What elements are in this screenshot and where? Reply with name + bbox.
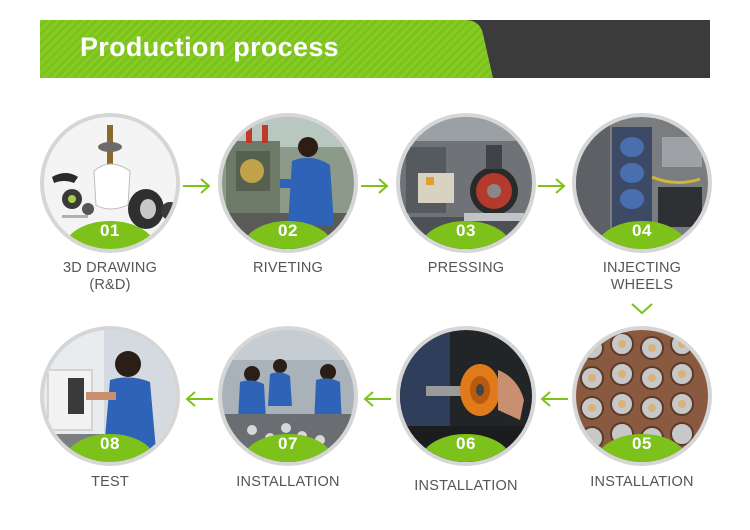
step-number: 02 <box>278 221 298 240</box>
step-label-line2: (R&D) <box>89 277 131 293</box>
step-number-badge: 07 <box>242 434 334 462</box>
riveting-photo: 02 <box>222 117 354 249</box>
step-01-label: 3D DRAWING (R&D) <box>25 260 195 294</box>
step-label-line1: INSTALLATION <box>590 474 694 490</box>
step-05-label: INSTALLATION <box>557 474 727 491</box>
step-03-label: PRESSING <box>381 260 551 277</box>
step-02-label: RIVETING <box>203 260 373 277</box>
step-03-circle: 03 <box>396 113 536 253</box>
step-number-badge: 03 <box>420 221 512 249</box>
step-04-circle: 04 <box>572 113 712 253</box>
injecting-wheels-photo: 04 <box>576 117 708 249</box>
chevron-left-icon <box>363 391 391 407</box>
step-04-label: INJECTING WHEELS <box>557 260 727 294</box>
step-label-line1: TEST <box>91 474 129 490</box>
step-number-badge: 08 <box>64 434 156 462</box>
chevron-left-icon <box>540 391 568 407</box>
step-number-badge: 06 <box>420 434 512 462</box>
step-07-circle: 07 <box>218 326 358 466</box>
installation-photo: 07 <box>222 330 354 462</box>
step-label-line1: INSTALLATION <box>236 474 340 490</box>
step-label-line1: RIVETING <box>252 260 324 276</box>
step-label-line1: INJECTING <box>602 260 682 276</box>
step-number: 05 <box>632 434 652 453</box>
chevron-left-icon <box>185 391 213 407</box>
3d-drawing-photo: 01 <box>44 117 176 249</box>
step-05-circle: 05 <box>572 326 712 466</box>
chevron-right-icon <box>361 178 389 194</box>
step-number-badge: 04 <box>596 221 688 249</box>
pressing-photo: 03 <box>400 117 532 249</box>
installation-photo: 06 <box>400 330 532 462</box>
step-label-line1: INSTALLATION <box>414 478 518 494</box>
chevron-down-icon <box>631 303 653 315</box>
step-number-badge: 02 <box>242 221 334 249</box>
step-number-badge: 01 <box>64 221 156 249</box>
step-number: 03 <box>456 221 476 240</box>
chevron-right-icon <box>538 178 566 194</box>
step-label-line2: WHEELS <box>610 277 674 293</box>
step-label-line1: PRESSING <box>427 260 505 276</box>
installation-photo: 05 <box>576 330 708 462</box>
step-08-label: TEST <box>25 474 195 491</box>
step-number: 04 <box>632 221 652 240</box>
step-number-badge: 05 <box>596 434 688 462</box>
step-number: 08 <box>100 434 120 453</box>
step-07-label: INSTALLATION <box>203 474 373 491</box>
step-01-circle: 01 <box>40 113 180 253</box>
page-title: Production process <box>80 32 339 62</box>
step-08-circle: 08 <box>40 326 180 466</box>
step-02-circle: 02 <box>218 113 358 253</box>
step-number: 06 <box>456 434 476 453</box>
chevron-right-icon <box>183 178 211 194</box>
step-number: 07 <box>278 434 298 453</box>
step-06-label: INSTALLATION <box>381 478 551 495</box>
step-06-circle: 06 <box>396 326 536 466</box>
step-number: 01 <box>100 221 120 240</box>
production-process-banner: Production process <box>40 20 710 78</box>
test-photo: 08 <box>44 330 176 462</box>
step-label-line1: 3D DRAWING <box>62 260 158 276</box>
